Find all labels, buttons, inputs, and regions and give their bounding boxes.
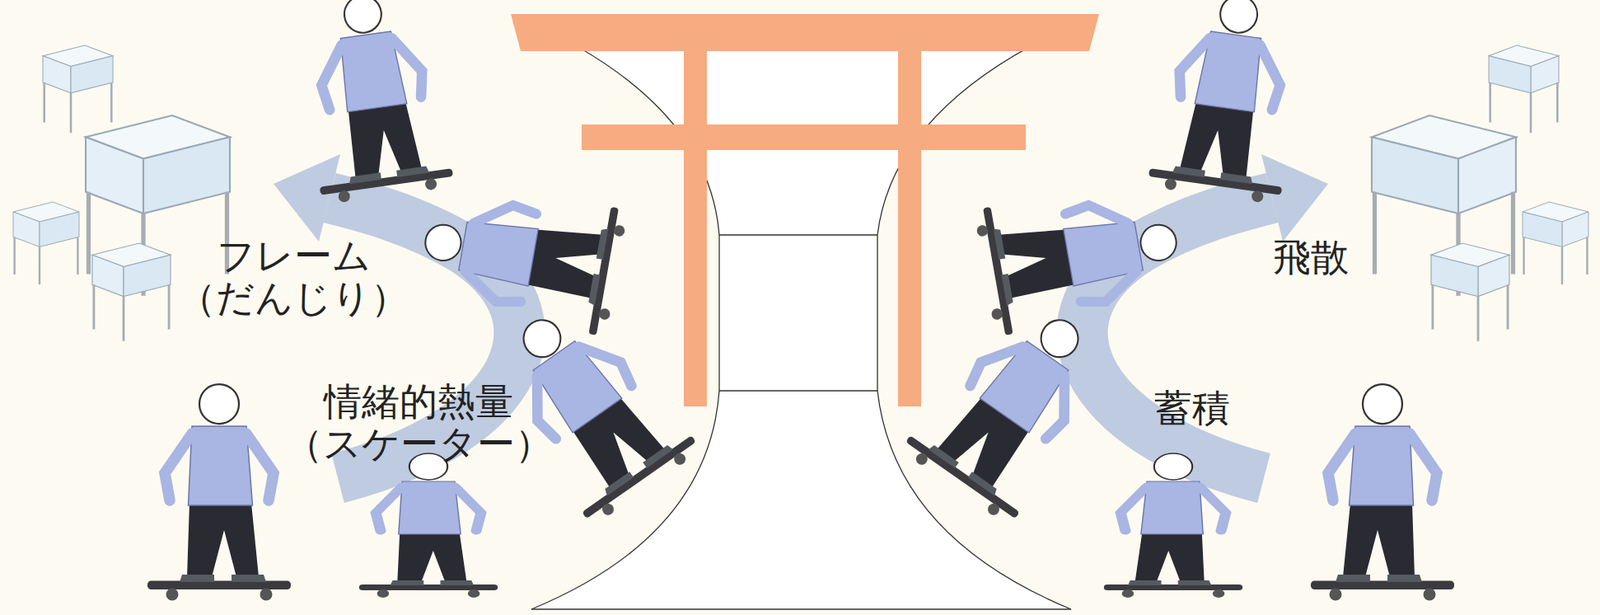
label-line: 情緒的熱量 <box>285 380 553 423</box>
arrow-label: 情緒的熱量 （スケーター） <box>285 380 553 464</box>
label-line: （スケーター） <box>285 422 553 465</box>
arrow-label: 飛散 <box>1272 236 1349 279</box>
label-line: フレーム <box>177 234 409 277</box>
arrow-label: 蓄積 <box>1154 387 1231 430</box>
label-line: 蓄積 <box>1154 387 1231 430</box>
left-side <box>13 0 702 601</box>
arrow-label: フレーム （だんじり） <box>177 234 409 319</box>
right-side <box>899 0 1589 601</box>
label-line: （だんじり） <box>177 276 409 319</box>
label-line: 飛散 <box>1272 236 1349 279</box>
